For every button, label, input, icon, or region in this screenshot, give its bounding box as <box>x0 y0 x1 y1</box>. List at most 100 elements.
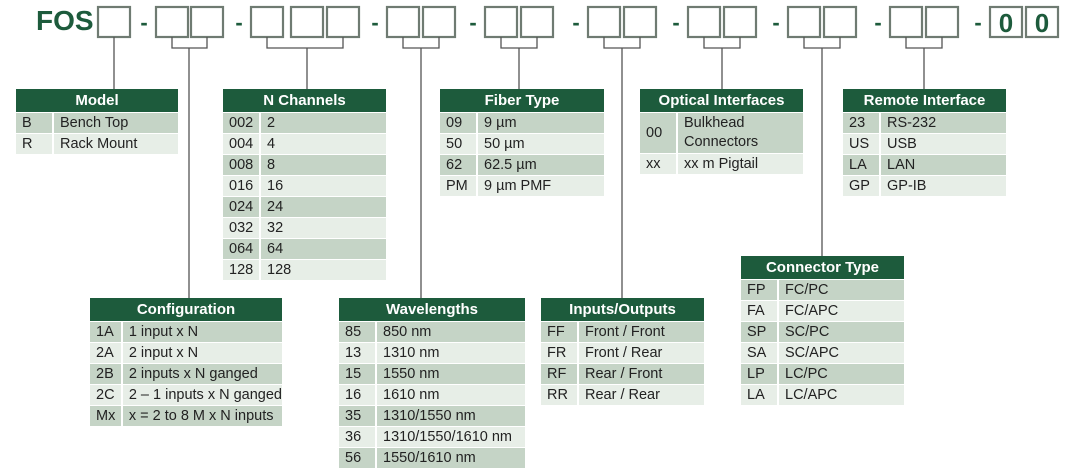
option-code: B <box>16 112 53 134</box>
dash-separator: - <box>974 10 981 35</box>
option-code: 008 <box>223 154 260 176</box>
option-description: 32 <box>259 217 386 239</box>
option-description: 16 <box>259 175 386 197</box>
dash-separator: - <box>371 10 378 35</box>
code-box <box>686 5 722 39</box>
option-description: x = 2 to 8 M x N inputs <box>120 405 282 426</box>
option-code: Mx <box>90 405 122 426</box>
option-description: Rack Mount <box>52 133 178 154</box>
option-description: Bulkhead Connectors <box>676 112 803 154</box>
table-title: Connector Type <box>741 256 904 280</box>
option-code: 23 <box>843 112 880 134</box>
option-description: GP-IB <box>879 175 1006 196</box>
code-box <box>1024 5 1060 39</box>
option-description: SC/PC <box>777 321 904 343</box>
option-code: 62 <box>440 154 477 176</box>
option-description: 24 <box>259 196 386 218</box>
option-description: 1550 nm <box>375 363 525 385</box>
option-code: 032 <box>223 217 260 239</box>
option-code: xx <box>640 153 677 174</box>
option-code: 016 <box>223 175 260 197</box>
option-description: 9 µm <box>476 112 604 134</box>
code-box <box>586 5 622 39</box>
code-box <box>385 5 421 39</box>
option-description: xx m Pigtail <box>676 153 803 174</box>
option-code: 2C <box>90 384 122 406</box>
option-description: 1310/1550 nm <box>375 405 525 427</box>
code-box <box>154 5 190 39</box>
option-description: 128 <box>259 259 386 280</box>
option-code: 064 <box>223 238 260 260</box>
option-description: 850 nm <box>375 321 525 343</box>
option-code: 50 <box>440 133 477 155</box>
option-code: 024 <box>223 196 260 218</box>
code-box <box>519 5 555 39</box>
code-box <box>289 5 325 39</box>
code-box <box>483 5 519 39</box>
part-prefix: FOS <box>36 5 94 36</box>
option-description: 9 µm PMF <box>476 175 604 196</box>
option-code: US <box>843 133 880 155</box>
dash-separator: - <box>140 10 147 35</box>
option-code: FF <box>541 321 578 343</box>
option-description: 1610 nm <box>375 384 525 406</box>
connector-line <box>500 37 538 89</box>
option-description: 62.5 µm <box>476 154 604 176</box>
code-box <box>249 5 285 39</box>
option-description: 1 input x N <box>120 321 282 343</box>
option-description: LAN <box>879 154 1006 176</box>
code-box <box>924 5 960 39</box>
option-code: FP <box>741 279 778 301</box>
connector-line <box>703 37 741 89</box>
option-description: 4 <box>259 133 386 155</box>
table-title: Optical Interfaces <box>640 89 803 113</box>
option-code: 00 <box>640 112 677 154</box>
option-code: FR <box>541 342 578 364</box>
option-code: LA <box>741 384 778 405</box>
option-code: RR <box>541 384 578 405</box>
option-description: Front / Rear <box>577 342 704 364</box>
table-title: Model <box>16 89 178 113</box>
option-description: Rear / Rear <box>577 384 704 405</box>
option-code: 13 <box>339 342 376 364</box>
connector-line <box>803 37 841 256</box>
option-description: FC/APC <box>777 300 904 322</box>
connector-line <box>266 37 344 89</box>
option-code: SA <box>741 342 778 364</box>
option-code: PM <box>440 175 477 196</box>
option-description: 1310/1550/1610 nm <box>375 426 525 448</box>
option-description: Rear / Front <box>577 363 704 385</box>
connector-line <box>402 37 440 298</box>
option-code: SP <box>741 321 778 343</box>
dash-separator: - <box>772 10 779 35</box>
option-code: RF <box>541 363 578 385</box>
option-description: 2 – 1 inputs x N ganged <box>120 384 282 406</box>
